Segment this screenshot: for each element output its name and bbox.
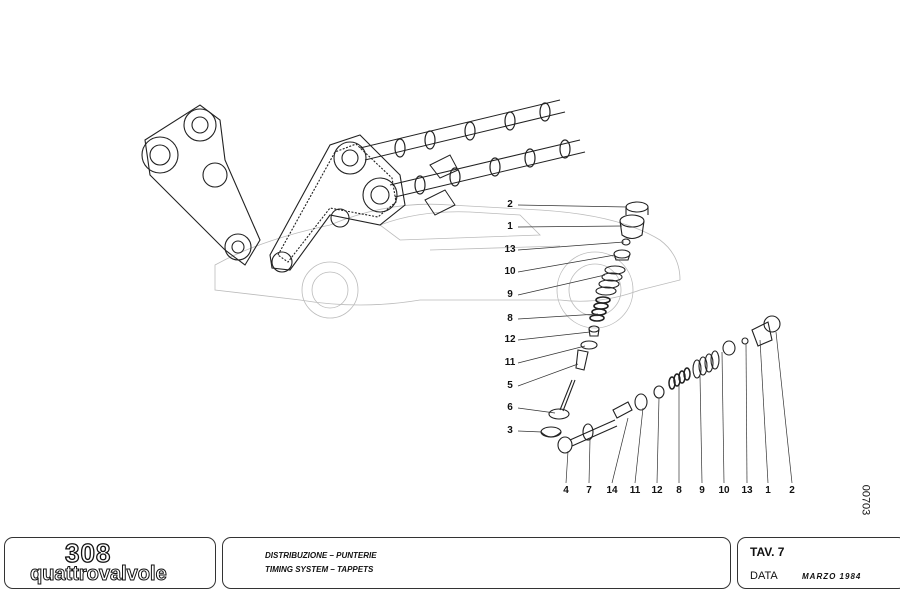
callout-label: 6 — [507, 402, 513, 413]
callout-label: 10 — [504, 266, 516, 277]
car-outline — [214, 203, 681, 329]
date-value: MARZO 1984 — [802, 572, 862, 581]
callout-label: 10 — [718, 485, 730, 496]
leader-lines — [517, 204, 793, 484]
logo-text: quattrovalvole — [30, 563, 168, 586]
valve-assembly-vertical — [540, 201, 649, 438]
callout-label: 8 — [676, 485, 682, 496]
callout-label: 12 — [651, 485, 663, 496]
exploded-parts-drawing — [141, 99, 793, 484]
title-italian: DISTRIBUZIONE – PUNTERIE — [265, 551, 377, 560]
camshafts — [359, 99, 586, 216]
title-english: TIMING SYSTEM – TAPPETS — [265, 565, 374, 574]
callout-label: 8 — [507, 313, 513, 324]
callout-label: 5 — [507, 380, 513, 391]
logo-box: 308 quattrovalvole — [4, 537, 216, 589]
callout-label: 9 — [699, 485, 705, 496]
callout-label: 1 — [507, 221, 513, 232]
callout-label: 9 — [507, 289, 513, 300]
outer-spring — [595, 265, 626, 296]
table-number: TAV. 7 — [750, 545, 785, 559]
title-box: DISTRIBUZIONE – PUNTERIE TIMING SYSTEM –… — [222, 537, 731, 589]
callout-label: 14 — [606, 485, 618, 496]
inner-spring — [589, 296, 611, 322]
valve-assembly-diagonal — [557, 315, 781, 454]
callout-label: 11 — [504, 357, 516, 368]
callout-label: 3 — [507, 425, 513, 436]
auxiliary-belt — [141, 104, 261, 266]
callout-label: 11 — [629, 485, 641, 496]
callout-label: 2 — [789, 485, 795, 496]
callout-label: 13 — [504, 244, 516, 255]
drawing-code: 00703 — [859, 484, 872, 516]
callout-label: 1 — [765, 485, 771, 496]
callout-label: 13 — [741, 485, 753, 496]
logo-number: 308 — [64, 537, 112, 568]
timing-belt — [269, 134, 406, 273]
callout-label: 12 — [504, 334, 516, 345]
callout-label: 7 — [586, 485, 592, 496]
table-box: TAV. 7 DATA MARZO 1984 — [737, 537, 900, 589]
date-label: DATA — [750, 570, 778, 582]
callout-label: 4 — [563, 485, 569, 496]
callout-label: 2 — [507, 199, 513, 210]
